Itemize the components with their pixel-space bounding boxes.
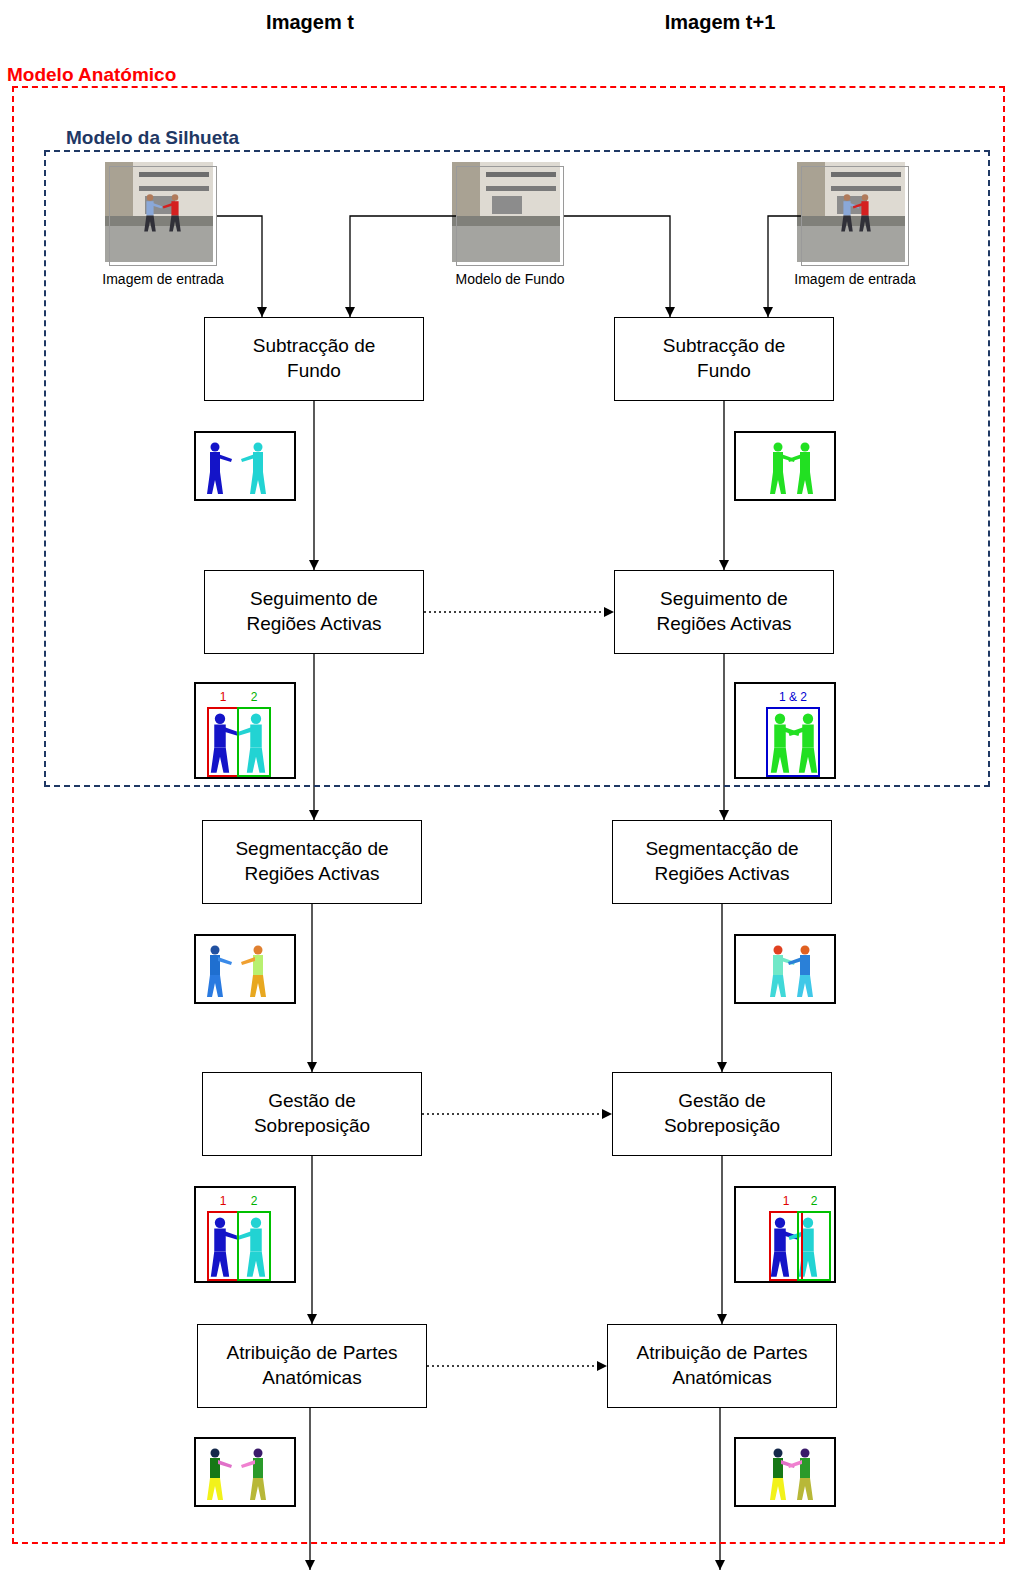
flow-arrow <box>311 904 312 1072</box>
process-box: Segmentacção de Regiões Activas <box>202 820 422 904</box>
process-box: Subtracção de Fundo <box>204 317 424 401</box>
box-label: Subtracção de Fundo <box>644 334 804 383</box>
result-thumbnail <box>735 432 835 500</box>
dotted-arrow <box>427 1365 607 1366</box>
image-caption: Imagem de entrada <box>102 271 223 288</box>
result-thumbnail <box>195 432 295 500</box>
box-label: Gestão de Sobreposição <box>237 1089 387 1138</box>
box-label: Subtracção de Fundo <box>234 334 394 383</box>
box-label: Seguimento de Regiões Activas <box>232 587 397 636</box>
process-box: Segmentacção de Regiões Activas <box>612 820 832 904</box>
box-label: Seguimento de Regiões Activas <box>642 587 807 636</box>
dotted-arrow <box>424 611 614 612</box>
flow-arrow <box>564 216 670 317</box>
flow-arrow <box>350 216 456 317</box>
result-thumbnail <box>195 1438 295 1506</box>
image-frame: Modelo de Fundo <box>456 166 564 266</box>
column-header: Imagem t+1 <box>665 10 776 34</box>
process-box: Gestão de Sobreposição <box>202 1072 422 1156</box>
callout-number: 1 <box>220 690 227 704</box>
box-label: Gestão de Sobreposição <box>647 1089 797 1138</box>
flow-arrow <box>311 1156 312 1324</box>
process-box: Atribuição de Partes Anatómicas <box>197 1324 427 1408</box>
process-box: Gestão de Sobreposição <box>612 1072 832 1156</box>
output-arrow <box>719 1406 720 1570</box>
result-thumbnail <box>735 1438 835 1506</box>
box-label: Segmentacção de Regiões Activas <box>635 837 810 886</box>
flow-arrow <box>721 904 722 1072</box>
result-thumbnail <box>195 935 295 1003</box>
region-heading: Modelo Anatómico <box>7 64 176 87</box>
flow-arrow <box>721 1156 722 1324</box>
flow-arrow <box>217 216 262 317</box>
flow-arrow <box>768 216 801 317</box>
process-box: Seguimento de Regiões Activas <box>204 570 424 654</box>
image-caption: Imagem de entrada <box>794 271 915 288</box>
image-caption: Modelo de Fundo <box>456 271 565 288</box>
image-frame: Imagem de entrada <box>109 166 217 266</box>
flow-arrow <box>313 401 314 570</box>
process-box: Seguimento de Regiões Activas <box>614 570 834 654</box>
result-thumbnail <box>195 683 295 778</box>
model-region: Modelo AnatómicoModelo da SilhuetaImagem… <box>12 86 1005 1544</box>
model-region: Modelo da SilhuetaImagem de entradaModel… <box>44 150 990 787</box>
result-thumbnail <box>195 1187 295 1282</box>
photo <box>452 162 560 262</box>
callout-number: 1 <box>783 1194 790 1208</box>
callout-number: 2 <box>811 1194 818 1208</box>
image-frame: Imagem de entrada <box>801 166 909 266</box>
output-arrow <box>309 1406 310 1570</box>
process-box: Subtracção de Fundo <box>614 317 834 401</box>
result-thumbnail <box>735 935 835 1003</box>
photo <box>797 162 905 262</box>
callout-number: 1 <box>220 1194 227 1208</box>
photo <box>105 162 213 262</box>
callout-number: 2 <box>251 690 258 704</box>
callout-number: 1 & 2 <box>779 690 807 704</box>
process-box: Atribuição de Partes Anatómicas <box>607 1324 837 1408</box>
box-label: Atribuição de Partes Anatómicas <box>207 1341 417 1390</box>
result-thumbnail <box>735 1187 835 1282</box>
result-thumbnail <box>735 683 835 778</box>
flow-arrow <box>723 401 724 570</box>
dotted-arrow <box>422 1113 612 1114</box>
box-label: Atribuição de Partes Anatómicas <box>617 1341 827 1390</box>
callout-number: 2 <box>251 1194 258 1208</box>
column-header: Imagem t <box>266 10 354 34</box>
region-heading: Modelo da Silhueta <box>66 127 239 150</box>
box-label: Segmentacção de Regiões Activas <box>225 837 400 886</box>
flow-arrow <box>313 654 314 820</box>
flow-arrow <box>723 654 724 820</box>
